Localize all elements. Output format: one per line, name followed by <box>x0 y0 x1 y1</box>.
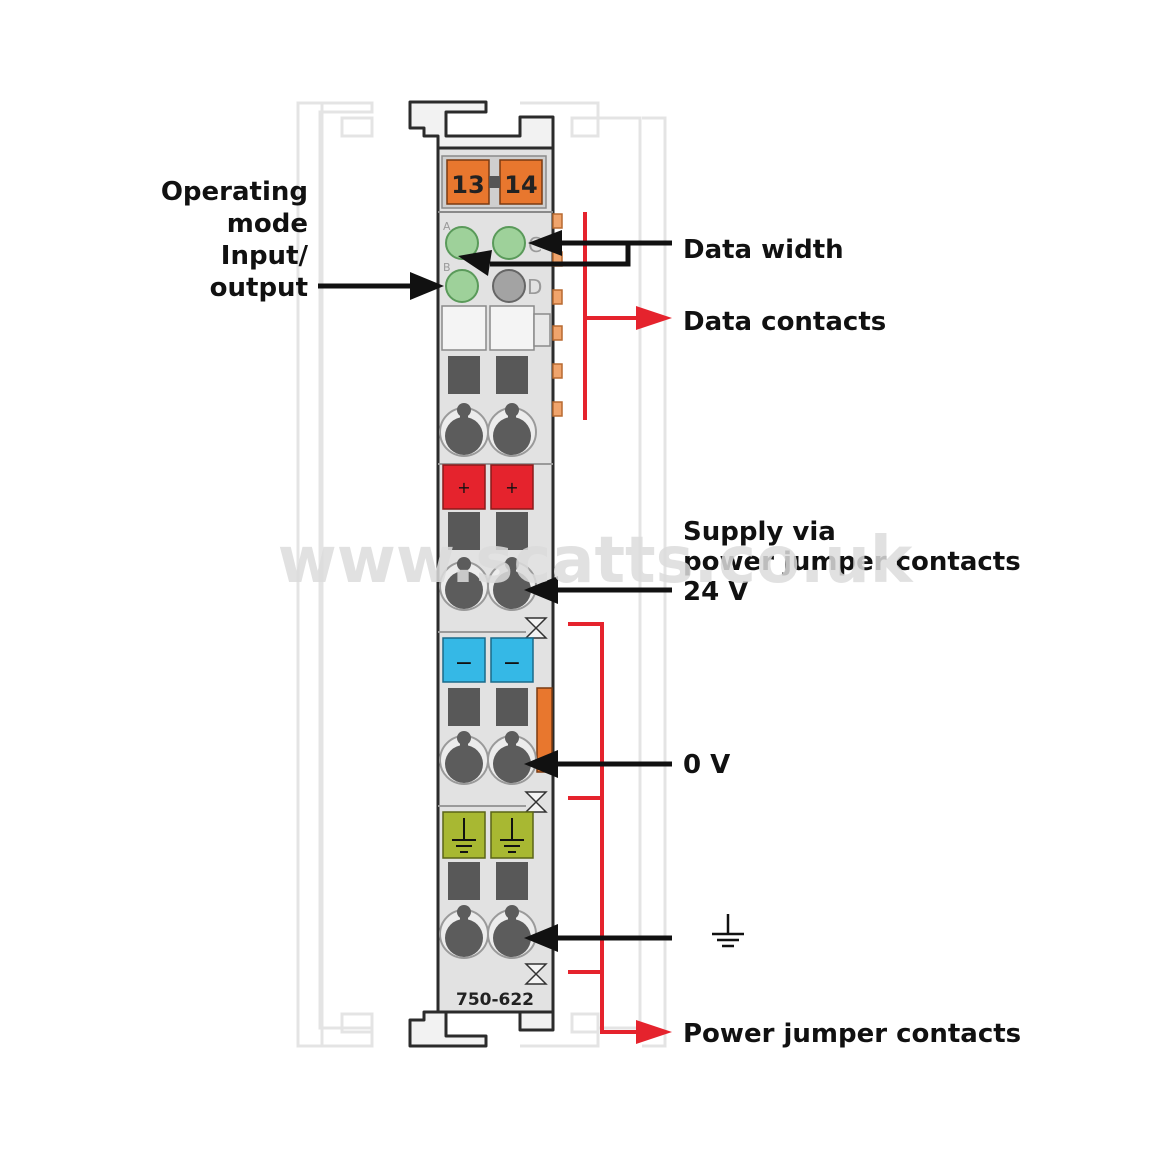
part-number: 750-622 <box>456 990 534 1010</box>
minus-symbol-right: − <box>503 651 521 676</box>
top-rail-clip <box>408 100 555 150</box>
marker-slots <box>441 305 551 351</box>
data-width-arrow2-icon <box>458 250 492 276</box>
data-contacts-arrow-icon <box>636 306 672 330</box>
data-width-label: Data width <box>683 235 844 265</box>
data-contact-3 <box>552 289 563 305</box>
plus-symbol-left: + <box>457 478 470 497</box>
ground-terminals <box>442 811 534 859</box>
operating-mode-arrow-icon <box>410 272 444 300</box>
plus-symbol-right: + <box>505 478 518 497</box>
callout-labels: Operating mode Input/ output Data width … <box>161 177 1021 1049</box>
data-contacts-label: Data contacts <box>683 307 886 337</box>
minus-symbol-left: − <box>455 651 473 676</box>
led-letter-b: B <box>443 261 451 274</box>
terminal-block-1 <box>439 356 537 457</box>
ghost-modules <box>296 101 667 1048</box>
address-label-14 <box>499 159 543 205</box>
led-c-icon <box>492 226 526 260</box>
led-letter-a: A <box>443 220 451 233</box>
status-leds: A B C D <box>443 220 542 303</box>
terminal-block-2 <box>439 512 537 611</box>
led-letter-d: D <box>527 275 542 299</box>
plus-terminals: + + <box>442 464 534 510</box>
operating-mode-label-4: output <box>210 273 308 303</box>
minus-terminal-right <box>490 637 534 683</box>
data-contact-6 <box>552 401 563 417</box>
data-contacts <box>552 213 563 417</box>
red-brackets <box>568 212 640 1034</box>
address-13-text: 13 <box>451 171 484 199</box>
led-a-icon <box>445 226 479 260</box>
data-contact-4 <box>552 325 563 341</box>
data-contact-5 <box>552 363 563 379</box>
black-arrows <box>318 240 672 941</box>
ground-icon <box>452 818 524 853</box>
operating-mode-label-3: Input/ <box>221 241 309 271</box>
plus-terminal-right <box>490 464 534 510</box>
address-14-text: 14 <box>504 171 537 199</box>
data-width-arrow-icon <box>528 230 562 256</box>
io-module: 13 14 A B C D <box>408 100 563 1048</box>
arrowheads <box>410 230 562 952</box>
address-labels: 13 14 <box>441 155 547 209</box>
zero-v-arrow-icon <box>524 750 558 778</box>
led-b-icon <box>445 269 479 303</box>
address-label-13 <box>446 159 490 205</box>
power-jumper-arrow-icon <box>636 1020 672 1044</box>
plus-terminal-left <box>442 464 486 510</box>
ground-arrow-icon <box>524 924 558 952</box>
supply-label-2: power jumper contacts <box>683 547 1021 577</box>
minus-terminal-left <box>442 637 486 683</box>
supply-label-1: Supply via <box>683 517 836 547</box>
supply-arrow-icon <box>524 576 558 604</box>
operating-mode-label-2: mode <box>227 209 308 239</box>
supply-label-3: 24 V <box>683 577 748 607</box>
zero-v-label: 0 V <box>683 750 730 780</box>
power-jumper-label: Power jumper contacts <box>683 1019 1021 1049</box>
operating-mode-label-1: Operating <box>161 177 308 207</box>
terminal-block-3 <box>439 688 537 785</box>
led-d-icon <box>492 269 526 303</box>
earth-ground-icon <box>712 914 744 948</box>
data-contact-1 <box>552 213 563 229</box>
minus-terminals: − − <box>442 637 534 683</box>
watermark: www.scatts.co.uk <box>278 524 914 598</box>
